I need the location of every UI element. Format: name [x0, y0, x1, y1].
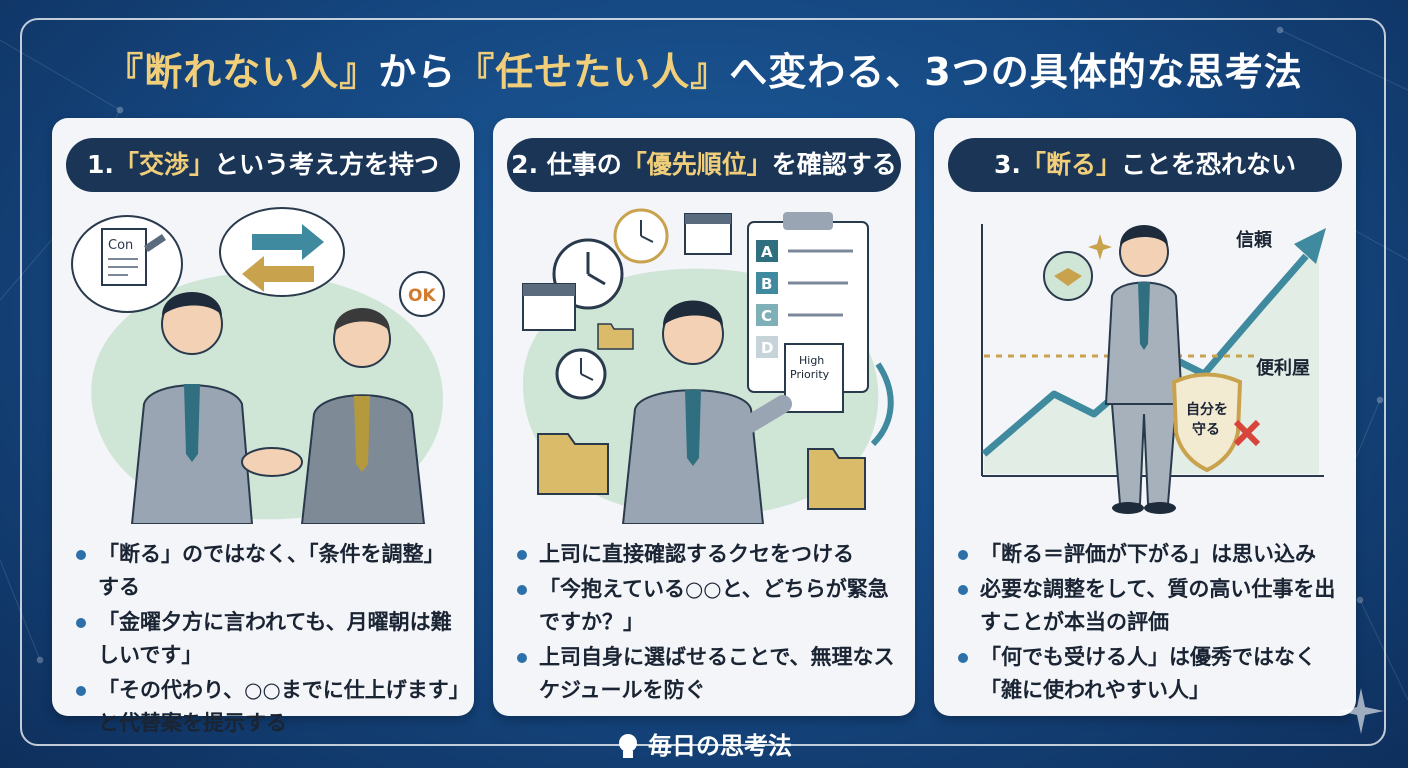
heading-suffix: ことを恐れない: [1120, 150, 1296, 179]
list-letter: C: [761, 307, 772, 325]
brand-lightbulb-icon: [619, 734, 637, 758]
page-title: 『断れない人』から『任せたい人』へ変わる、3つの具体的な思考法: [0, 44, 1408, 100]
note-line-2: Priority: [790, 368, 830, 381]
bullet-text: 上司自身に選ばせることで、無理なスケジュールを防ぐ: [539, 645, 895, 702]
handyman-label: 便利屋: [1256, 357, 1310, 379]
title-highlight-2: 『任せたい人』: [456, 50, 730, 94]
list-item: 「金曜夕方に言われても、月曜朝は難しいです」: [72, 606, 462, 672]
heading-prefix: 3.: [994, 150, 1021, 179]
panel-priority: 2. 仕事の「優先順位」を確認する A B C D High Priority: [493, 118, 915, 716]
clock-icon: [613, 208, 669, 264]
list-letter: B: [761, 275, 772, 293]
list-item: 上司に直接確認するクセをつける: [513, 538, 903, 571]
bullet-dot-icon: [958, 585, 968, 595]
bullet-text: 「金曜夕方に言われても、月曜朝は難しいです」: [98, 610, 452, 667]
title-highlight-1: 『断れない人』: [105, 50, 379, 94]
footer-brand: 毎日の思考法: [0, 726, 1408, 766]
bullet-dot-icon: [76, 618, 86, 628]
exchange-arrow-left: [242, 256, 314, 292]
trust-arrowhead-icon: [1294, 228, 1326, 264]
bullet-text: 「今抱えている○○と、どちらが緊急ですか？」: [539, 577, 889, 634]
priority-illustration: A B C D High Priority: [522, 208, 894, 524]
heading-suffix: を確認する: [771, 150, 897, 179]
panel-refusal: 3.「断る」ことを恐れない 信頼 便利屋 自分を 守る 「断る＝評価が下がる: [934, 118, 1356, 716]
list-item: 「断る＝評価が下がる」は思い込み: [954, 538, 1344, 571]
sparkle-decoration-icon: [1338, 688, 1384, 734]
list-letter: D: [761, 339, 773, 357]
bullet-text: 「その代わり、○○までに仕上げます」と代替案を提示する: [98, 678, 460, 735]
cross-icon: [1233, 419, 1261, 447]
heading-highlight: 「交渉」: [113, 150, 214, 179]
trust-label: 信頼: [1236, 229, 1273, 251]
bullet-text: 「断る＝評価が下がる」は思い込み: [980, 542, 1316, 566]
clock-icon: [555, 348, 607, 400]
bullet-dot-icon: [517, 585, 527, 595]
bullet-text: 「何でも受ける人」は優秀ではなく「雑に使われやすい人」: [980, 645, 1316, 702]
bullet-dot-icon: [76, 550, 86, 560]
list-item: 必要な調整をして、質の高い仕事を出すことが本当の評価: [954, 573, 1344, 639]
folder-icon: [807, 448, 866, 510]
bullet-dot-icon: [958, 550, 968, 560]
bullet-list: 上司に直接確認するクセをつける 「今抱えている○○と、どちらが緊急ですか？」 上…: [513, 538, 903, 709]
shield-line-2: 守る: [1192, 421, 1220, 438]
heading-highlight: 「優先順位」: [621, 150, 772, 179]
sparkle-icon: [1088, 234, 1112, 260]
heading-highlight: 「断る」: [1020, 150, 1121, 179]
shield-line-1: 自分を: [1186, 401, 1228, 418]
note-line-1: High: [799, 354, 824, 367]
trust-graph-illustration: 信頼 便利屋 自分を 守る: [981, 224, 1326, 514]
shield-icon: [1171, 372, 1243, 473]
list-item: 「今抱えている○○と、どちらが緊急ですか？」: [513, 573, 903, 639]
calendar-icon: [522, 283, 576, 331]
list-item: 「その代わり、○○までに仕上げます」と代替案を提示する: [72, 674, 462, 740]
doc-label: Con: [108, 238, 133, 253]
panel-heading: 1.「交渉」という考え方を持つ: [66, 138, 460, 192]
calendar-icon: [684, 213, 732, 255]
bullet-dot-icon: [958, 653, 968, 663]
panel-negotiation: 1.「交渉」という考え方を持つ Con OK: [52, 118, 474, 735]
bullet-text: 必要な調整をして、質の高い仕事を出すことが本当の評価: [980, 577, 1336, 634]
bullet-dot-icon: [76, 686, 86, 696]
heading-prefix: 2. 仕事の: [511, 150, 622, 179]
bullet-list: 「断る＝評価が下がる」は思い込み 必要な調整をして、質の高い仕事を出すことが本当…: [954, 538, 1344, 709]
title-text-2: へ変わる、3つの具体的な思考法: [729, 50, 1303, 94]
panel-heading: 3.「断る」ことを恐れない: [948, 138, 1342, 192]
exchange-arrow-right: [252, 224, 324, 260]
list-item: 「断る」のではなく、「条件を調整」する: [72, 538, 462, 604]
bullet-list: 「断る」のではなく、「条件を調整」する 「金曜夕方に言われても、月曜朝は難しいで…: [72, 538, 462, 742]
title-text-1: から: [378, 50, 457, 94]
handshake-badge-icon: [1043, 251, 1093, 301]
panel-heading: 2. 仕事の「優先順位」を確認する: [507, 138, 901, 192]
list-letter: A: [761, 243, 773, 261]
high-priority-note-icon: [784, 343, 844, 413]
bullet-text: 「断る」のではなく、「条件を調整」する: [98, 542, 445, 599]
ok-label: OK: [408, 286, 436, 306]
negotiation-illustration: Con OK: [71, 207, 445, 524]
folder-icon: [597, 323, 634, 350]
footer-brand-text: 毎日の思考法: [648, 732, 792, 760]
heading-prefix: 1.: [87, 150, 114, 179]
list-item: 「何でも受ける人」は優秀ではなく「雑に使われやすい人」: [954, 641, 1344, 707]
curved-arrow-icon: [870, 362, 894, 447]
bullet-dot-icon: [517, 550, 527, 560]
folder-icon: [537, 433, 609, 495]
bullet-dot-icon: [517, 653, 527, 663]
bullet-text: 上司に直接確認するクセをつける: [539, 542, 854, 566]
heading-suffix: という考え方を持つ: [213, 150, 439, 179]
outer-frame: [20, 18, 1386, 746]
list-item: 上司自身に選ばせることで、無理なスケジュールを防ぐ: [513, 641, 903, 707]
